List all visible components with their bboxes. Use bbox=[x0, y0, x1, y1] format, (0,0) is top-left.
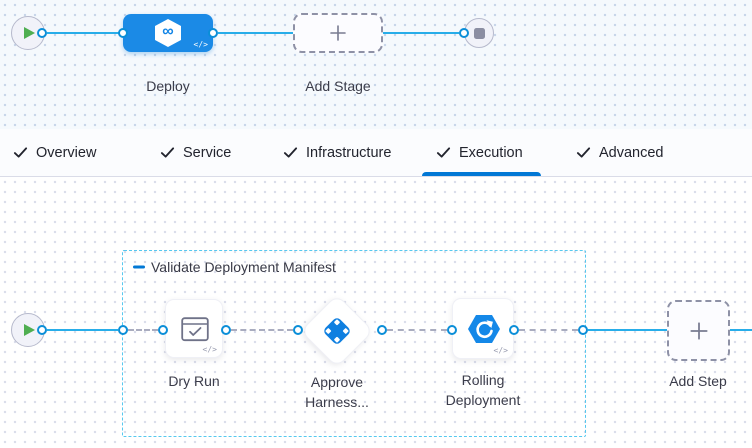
step-label-line: Deployment bbox=[445, 392, 521, 408]
tab-label: Infrastructure bbox=[306, 144, 392, 161]
rolling-deployment-icon bbox=[468, 315, 500, 343]
dashed-connector-line bbox=[387, 329, 447, 331]
connector-line bbox=[47, 329, 118, 331]
check-icon bbox=[576, 147, 591, 158]
tab-execution[interactable]: Execution bbox=[436, 129, 523, 176]
infinity-glyph: ∞ bbox=[162, 23, 174, 40]
check-icon bbox=[13, 147, 28, 158]
add-stage-button[interactable] bbox=[293, 13, 383, 53]
plus-icon bbox=[330, 25, 346, 41]
yaml-code-icon: </> bbox=[193, 40, 208, 49]
step-group-label: Validate Deployment Manifest bbox=[151, 259, 336, 275]
stop-icon bbox=[473, 27, 485, 39]
connector-port bbox=[37, 325, 47, 335]
add-step-button[interactable] bbox=[667, 300, 730, 361]
tab-advanced[interactable]: Advanced bbox=[576, 129, 664, 176]
connector-line bbox=[588, 329, 667, 331]
add-stage-label: Add Stage bbox=[305, 78, 371, 94]
execution-graph-canvas: Validate Deployment Manifest </> bbox=[0, 177, 752, 448]
connector-line bbox=[730, 329, 752, 331]
connector-line bbox=[218, 32, 293, 34]
yaml-code-icon: </> bbox=[493, 346, 508, 355]
tab-label: Overview bbox=[36, 144, 97, 161]
tab-overview[interactable]: Overview bbox=[13, 129, 96, 176]
connector-port bbox=[509, 325, 519, 335]
tab-label: Service bbox=[183, 144, 232, 161]
collapse-minus-icon[interactable] bbox=[133, 265, 145, 269]
connector-port bbox=[578, 325, 588, 335]
connector-port bbox=[208, 28, 218, 38]
play-icon bbox=[24, 27, 35, 39]
connector-port bbox=[118, 28, 128, 38]
step-label: Dry Run bbox=[168, 373, 220, 389]
tab-infrastructure[interactable]: Infrastructure bbox=[283, 129, 391, 176]
step-label: Approve Harness... bbox=[305, 372, 369, 412]
play-icon bbox=[24, 324, 35, 336]
pipeline-end-node bbox=[464, 18, 494, 48]
check-icon bbox=[436, 147, 451, 158]
dry-run-icon bbox=[181, 317, 209, 342]
add-step-label: Add Step bbox=[669, 373, 727, 389]
check-icon bbox=[160, 147, 175, 158]
connector-port bbox=[447, 325, 457, 335]
stage-config-tabbar: Overview Service Infrastructure Executio… bbox=[0, 129, 752, 177]
step-group-box[interactable] bbox=[122, 250, 586, 437]
step-label-line: Harness... bbox=[305, 394, 369, 410]
step-label-line: Approve bbox=[310, 374, 364, 390]
dashed-connector-line bbox=[231, 329, 293, 331]
step-group-header: Validate Deployment Manifest bbox=[133, 259, 336, 275]
tab-service[interactable]: Service bbox=[160, 129, 231, 176]
connector-port bbox=[221, 325, 231, 335]
connector-port bbox=[293, 325, 303, 335]
stage-graph-canvas: ∞ </> Deploy Add Stage bbox=[0, 0, 752, 129]
connector-port bbox=[118, 325, 128, 335]
connector-port bbox=[37, 28, 47, 38]
connector-port bbox=[459, 28, 469, 38]
step-label: Rolling Deployment bbox=[446, 370, 521, 410]
dashed-connector-line bbox=[519, 329, 578, 331]
plus-icon bbox=[689, 321, 708, 340]
yaml-code-icon: </> bbox=[202, 345, 217, 354]
connector-port bbox=[158, 325, 168, 335]
deploy-stage-node[interactable]: ∞ </> bbox=[123, 14, 213, 52]
step-dry-run[interactable]: </> bbox=[165, 299, 223, 358]
dashed-connector-line bbox=[128, 329, 158, 331]
check-icon bbox=[283, 147, 298, 158]
step-label-line: Rolling bbox=[461, 372, 505, 388]
active-tab-underline bbox=[422, 172, 541, 176]
tab-label: Execution bbox=[459, 144, 523, 161]
connector-port bbox=[377, 325, 387, 335]
step-rolling-deployment[interactable]: </> bbox=[452, 298, 514, 359]
connector-line bbox=[383, 32, 459, 34]
connector-line bbox=[47, 32, 123, 34]
stage-label: Deploy bbox=[146, 78, 190, 94]
harness-cd-icon: ∞ bbox=[155, 19, 181, 47]
tab-label: Advanced bbox=[599, 144, 664, 161]
